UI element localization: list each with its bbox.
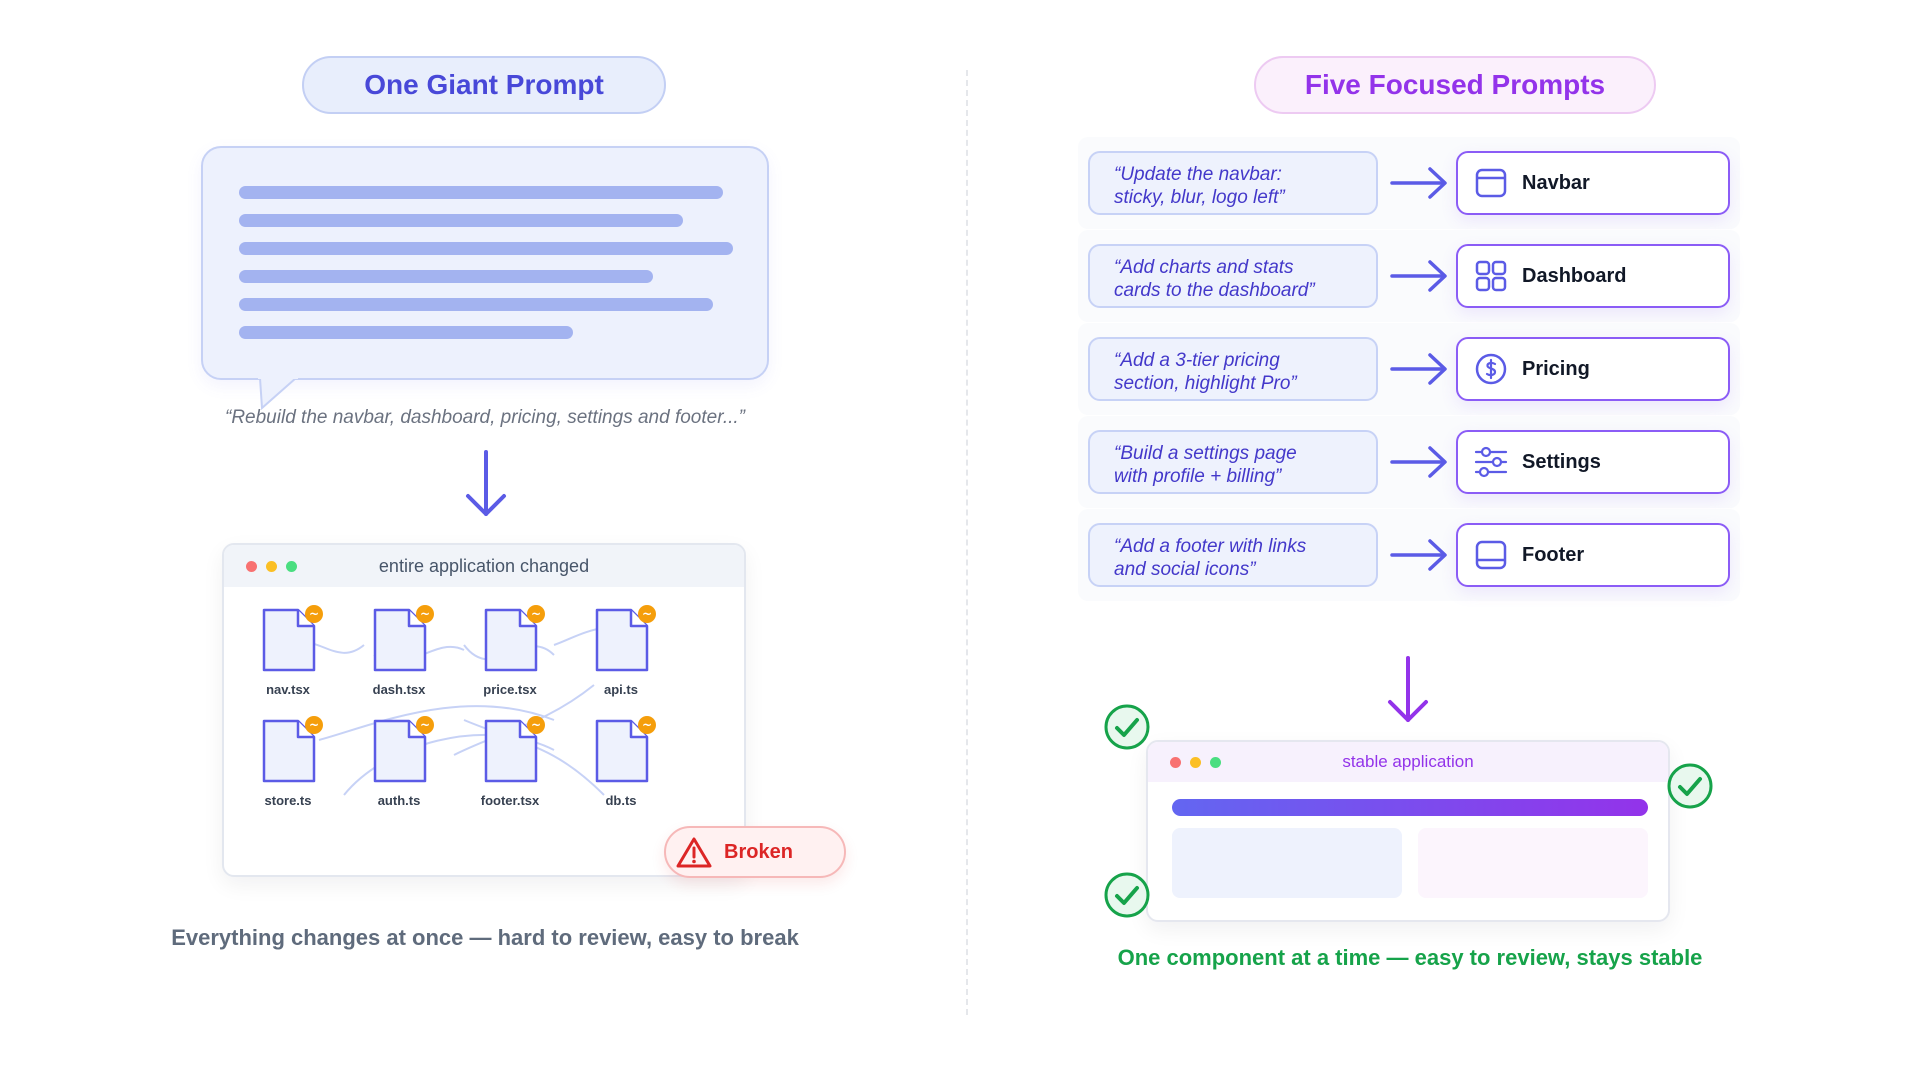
prompt-text-line: “Build a settings page (1114, 443, 1297, 464)
maximize-dot (1210, 757, 1221, 768)
modified-badge: ~ (642, 718, 652, 732)
file-icon: ~ (595, 605, 656, 672)
maximize-dot (286, 561, 297, 572)
text-line (239, 242, 733, 255)
file-icon: ~ (262, 605, 323, 672)
component-card-navbar: Navbar (1456, 151, 1730, 215)
component-label: Pricing (1522, 357, 1590, 380)
file-label: db.ts (605, 793, 637, 808)
modified-badge: ~ (420, 607, 430, 621)
prompt-text-line: and social icons” (1114, 559, 1256, 580)
section-divider (966, 70, 968, 1015)
stable-header-bar (1172, 799, 1648, 816)
footer-layout-icon (1475, 540, 1507, 570)
text-line (239, 186, 723, 199)
warning-icon (676, 837, 712, 868)
text-line (239, 270, 653, 283)
sliders-icon (1474, 446, 1508, 478)
modified-badge: ~ (309, 718, 319, 732)
prompt-text-line: “Add a 3-tier pricing (1114, 350, 1280, 371)
arrow-down-icon (466, 450, 506, 516)
file-icon: ~ (484, 605, 545, 672)
component-label: Footer (1522, 543, 1585, 566)
component-label: Navbar (1522, 171, 1590, 194)
stable-content-block (1418, 828, 1648, 898)
check-circle-icon (1667, 763, 1713, 809)
broken-label: Broken (724, 840, 793, 863)
window-title: stable application (1342, 752, 1474, 771)
tangled-connections (283, 626, 610, 796)
one-giant-prompt-title: One Giant Prompt (302, 56, 666, 114)
giant-prompt-quote: “Rebuild the navbar, dashboard, pricing,… (225, 407, 745, 428)
browser-window-icon (1475, 168, 1507, 198)
check-circle-icon (1104, 704, 1150, 750)
minimize-dot (266, 561, 277, 572)
arrow-right-icon (1390, 353, 1447, 385)
file-icon: ~ (262, 716, 323, 783)
five-focused-prompts-title: Five Focused Prompts (1254, 56, 1656, 114)
close-dot (1170, 757, 1181, 768)
modified-badge: ~ (531, 718, 541, 732)
file-label: api.ts (604, 682, 638, 697)
text-line (239, 214, 683, 227)
arrow-right-icon (1390, 167, 1447, 199)
arrow-right-icon (1390, 260, 1447, 292)
modified-badge: ~ (642, 607, 652, 621)
component-card-dashboard: Dashboard (1456, 244, 1730, 308)
file-icon: ~ (595, 716, 656, 783)
file-label: footer.tsx (480, 793, 540, 808)
prompt-text-line: cards to the dashboard” (1114, 280, 1315, 301)
window-titlebar: entire application changed (224, 545, 744, 587)
file-label: nav.tsx (266, 682, 310, 697)
prompt-text-line: sticky, blur, logo left” (1114, 187, 1285, 208)
minimize-dot (1190, 757, 1201, 768)
file-label: dash.tsx (372, 682, 426, 697)
modified-badge: ~ (420, 718, 430, 732)
giant-prompt-bubble (201, 146, 769, 380)
prompt-text-line: “Update the navbar: (1114, 164, 1282, 185)
file-icon: ~ (373, 605, 434, 672)
broken-badge: Broken (664, 826, 846, 878)
arrow-right-icon (1390, 446, 1447, 478)
dollar-coin-icon (1475, 353, 1507, 385)
file-label: auth.ts (377, 793, 421, 808)
arrow-down-icon (1388, 656, 1428, 722)
prompt-text-line: “Add a footer with links (1114, 536, 1307, 557)
file-icon: ~ (484, 716, 545, 783)
app-window-stable: stable application (1146, 740, 1670, 922)
window-title: entire application changed (378, 556, 590, 576)
modified-badge: ~ (531, 607, 541, 621)
bubble-tail (258, 378, 298, 411)
prompt-text-line: with profile + billing” (1114, 466, 1282, 487)
prompt-text-line: section, highlight Pro” (1114, 373, 1297, 394)
component-label: Dashboard (1522, 264, 1627, 287)
file-label: store.ts (264, 793, 312, 808)
stable-content-block (1172, 828, 1402, 898)
text-line (239, 298, 713, 311)
prompt-text-line: “Add charts and stats (1114, 257, 1294, 278)
component-label: Settings (1522, 450, 1601, 473)
component-card-settings: Settings (1456, 430, 1730, 494)
modified-badge: ~ (309, 607, 319, 621)
focused-prompt-card: “Update the navbar:sticky, blur, logo le… (1088, 151, 1378, 215)
app-window-changed: entire application changed (222, 543, 746, 877)
grid-icon (1475, 260, 1507, 292)
arrow-right-icon (1390, 539, 1447, 571)
text-line (239, 326, 573, 339)
close-dot (246, 561, 257, 572)
left-caption: Everything changes at once — hard to rev… (171, 925, 799, 950)
check-circle-icon (1104, 872, 1150, 918)
file-label: price.tsx (483, 682, 537, 697)
file-icon: ~ (373, 716, 434, 783)
window-titlebar: stable application (1148, 742, 1668, 782)
right-caption: One component at a time — easy to review… (1117, 945, 1703, 970)
component-card-pricing: Pricing (1456, 337, 1730, 401)
component-card-footer: Footer (1456, 523, 1730, 587)
